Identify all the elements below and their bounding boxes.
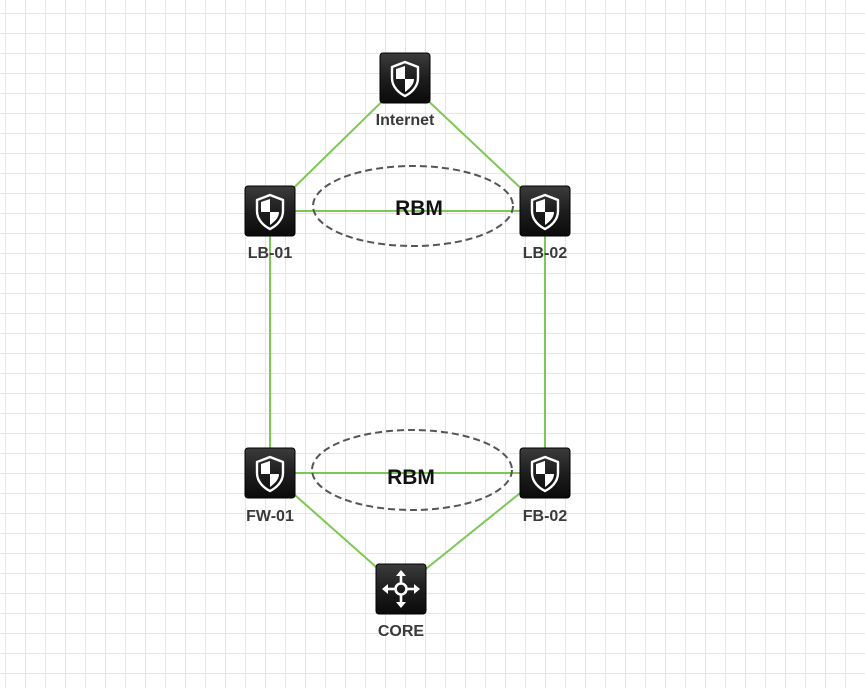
node-lb02[interactable]: LB-02 <box>519 185 571 262</box>
group-rbm-top[interactable]: RBM <box>312 165 514 247</box>
nodes-layer: Internet LB-01 LB-02 <box>244 52 571 640</box>
firewall-shield-icon <box>379 52 431 104</box>
firewall-shield-icon <box>244 447 296 499</box>
node-lb01-label: LB-01 <box>248 245 293 262</box>
node-fb02-label: FB-02 <box>523 508 568 525</box>
node-core-label: CORE <box>378 623 425 640</box>
rbm-top-label: RBM <box>395 197 443 220</box>
node-fw01[interactable]: FW-01 <box>244 447 296 525</box>
firewall-shield-icon <box>519 447 571 499</box>
links-layer <box>269 78 546 590</box>
node-fb02[interactable]: FB-02 <box>519 447 571 525</box>
groups-layer: RBM RBM <box>311 165 514 511</box>
rbm-top-outline <box>312 165 514 247</box>
node-lb01[interactable]: LB-01 <box>244 185 296 262</box>
node-internet-label: Internet <box>376 112 435 129</box>
rbm-bottom-outline <box>311 429 513 511</box>
node-internet[interactable]: Internet <box>376 52 435 129</box>
group-rbm-bottom[interactable]: RBM <box>311 429 513 511</box>
node-lb02-label: LB-02 <box>523 245 568 262</box>
firewall-shield-icon <box>244 185 296 237</box>
node-fw01-label: FW-01 <box>246 508 294 525</box>
firewall-shield-icon <box>519 185 571 237</box>
core-switch-icon <box>375 563 427 615</box>
rbm-bottom-label: RBM <box>387 466 435 489</box>
node-core[interactable]: CORE <box>375 563 427 640</box>
